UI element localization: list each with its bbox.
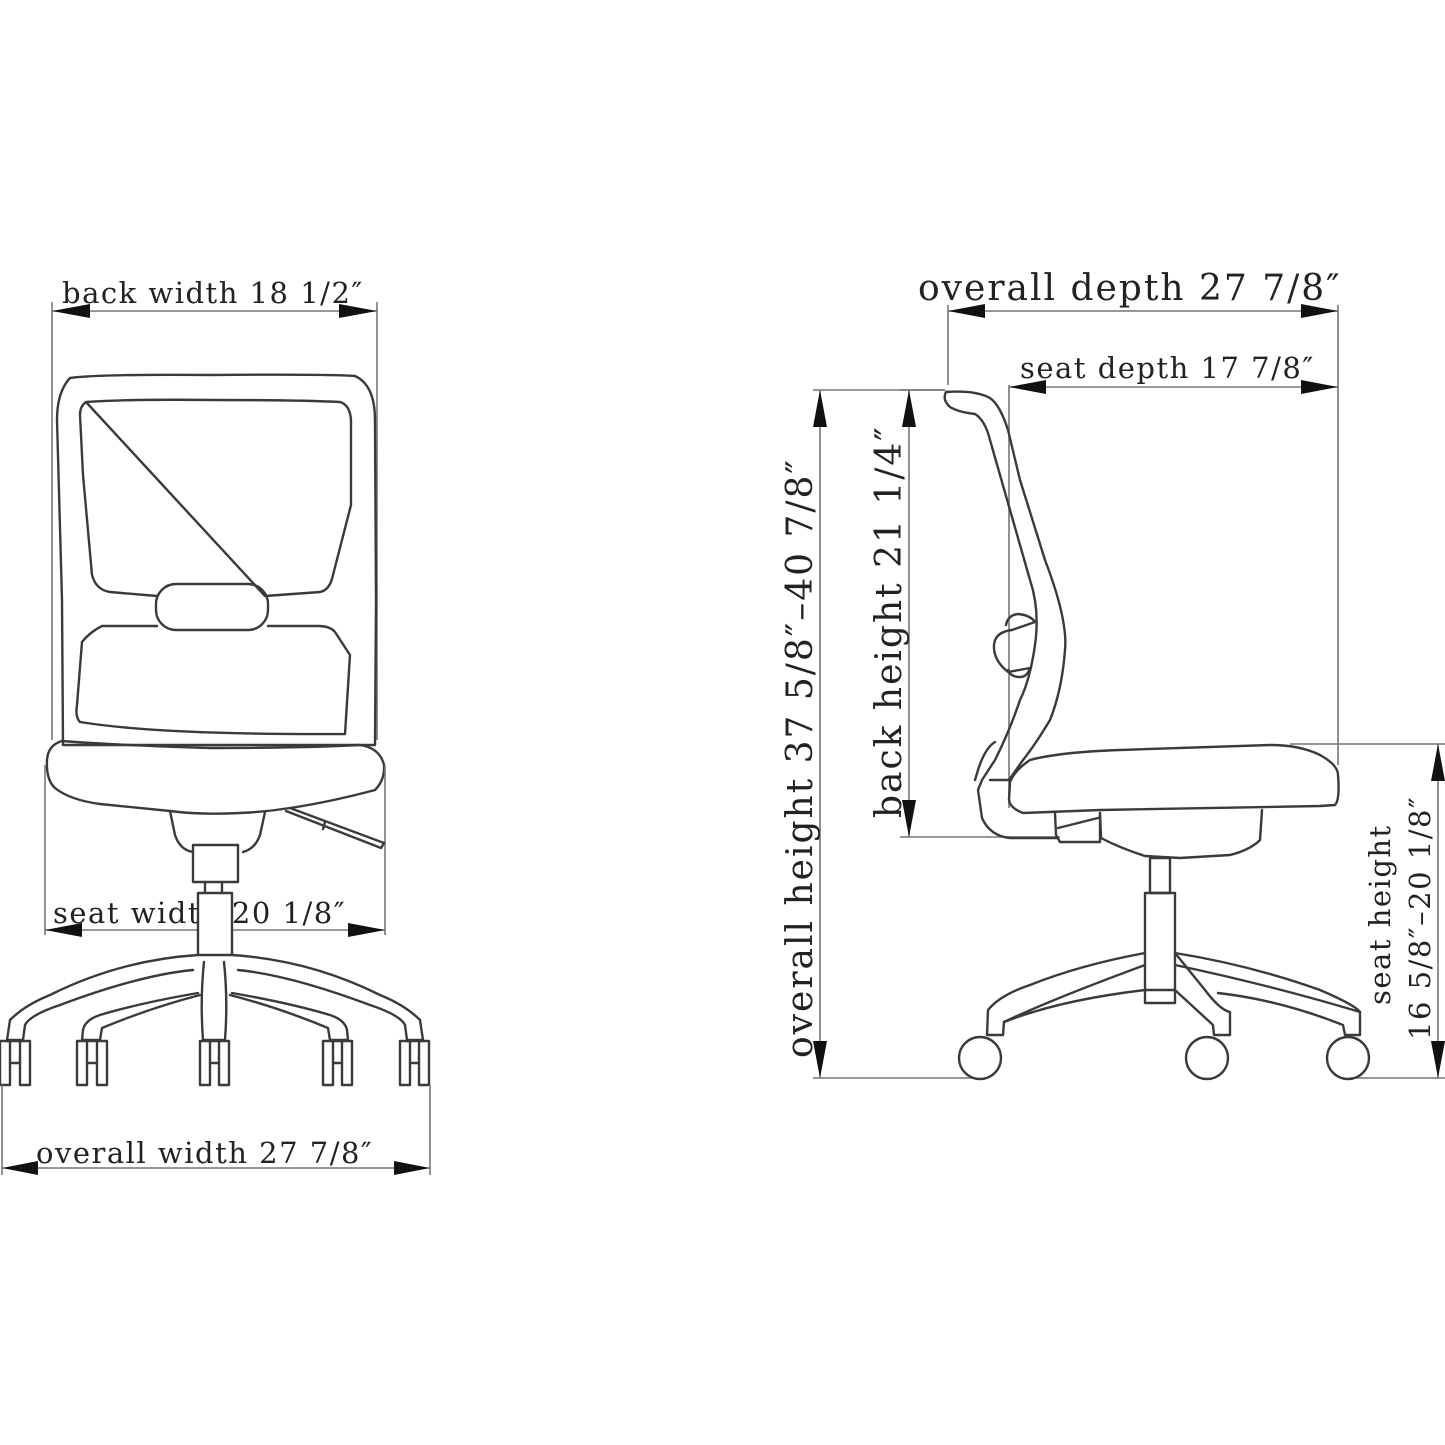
overall-width-dimension: overall width 27 7/8″ bbox=[1, 1085, 431, 1175]
arrow-left-icon bbox=[948, 304, 985, 318]
caster-icon bbox=[198, 1039, 231, 1087]
back-height-label: back height 21 1/4″ bbox=[869, 425, 910, 818]
front-chair-back bbox=[55, 373, 378, 747]
side-gas-cylinder bbox=[1143, 856, 1177, 1005]
back-width-dimension: back width 18 1/2″ bbox=[51, 276, 378, 740]
side-star-base bbox=[985, 951, 1362, 1037]
front-star-base bbox=[5, 953, 425, 1042]
arrow-right-icon bbox=[339, 304, 377, 318]
arrow-left-icon bbox=[52, 304, 90, 318]
side-chair-back bbox=[943, 390, 1067, 840]
caster-icon bbox=[1325, 1035, 1371, 1081]
front-mechanism bbox=[168, 806, 386, 895]
overall-depth-dimension: overall depth 27 7/8″ bbox=[918, 268, 1342, 765]
arrow-up-icon bbox=[813, 390, 827, 427]
seat-height-dimension: seat height 16 5/8″–20 1/8″ bbox=[1290, 743, 1445, 1079]
lumbar-pad bbox=[154, 582, 270, 632]
caster-icon bbox=[1184, 1035, 1230, 1081]
lumbar-knob bbox=[992, 612, 1037, 679]
caster-icon bbox=[0, 1039, 32, 1087]
arrow-down-icon bbox=[1431, 1041, 1445, 1078]
front-view: back width 18 1/2″ bbox=[0, 276, 431, 1175]
arrow-up-icon bbox=[902, 390, 916, 427]
back-width-label: back width 18 1/2″ bbox=[62, 276, 364, 310]
caster-icon bbox=[398, 1039, 431, 1087]
back-height-dimension: back height 21 1/4″ bbox=[869, 389, 1060, 838]
arrow-down-icon bbox=[813, 1041, 827, 1078]
seat-height-label: seat height bbox=[1363, 824, 1397, 1005]
side-mechanism bbox=[1053, 808, 1264, 860]
overall-width-label: overall width 27 7/8″ bbox=[36, 1136, 373, 1170]
side-casters bbox=[957, 1035, 1371, 1081]
caster-icon bbox=[75, 1039, 109, 1087]
seat-depth-dimension: seat depth 17 7/8″ bbox=[1008, 351, 1338, 808]
arrow-right-icon bbox=[1301, 304, 1338, 318]
seat-height-value: 16 5/8″–20 1/8″ bbox=[1403, 796, 1437, 1040]
arrow-right-icon bbox=[394, 1161, 430, 1175]
arrow-left-icon bbox=[2, 1161, 38, 1175]
side-seat bbox=[1007, 743, 1340, 815]
overall-height-label: overall height 37 5/8″–40 7/8″ bbox=[780, 458, 821, 1058]
caster-icon bbox=[957, 1035, 1003, 1081]
arrow-down-icon bbox=[902, 800, 916, 837]
adjustment-lever bbox=[284, 806, 386, 850]
caster-icon bbox=[321, 1039, 354, 1087]
arrow-left-icon bbox=[45, 923, 82, 937]
arrow-right-icon bbox=[1301, 380, 1338, 394]
seat-depth-label: seat depth 17 7/8″ bbox=[1020, 351, 1315, 385]
arrow-right-icon bbox=[348, 923, 385, 937]
arrow-left-icon bbox=[1009, 380, 1046, 394]
arrow-up-icon bbox=[1431, 744, 1445, 781]
overall-depth-label: overall depth 27 7/8″ bbox=[918, 268, 1342, 309]
side-view: overall depth 27 7/8″ seat depth 17 7/8″… bbox=[780, 268, 1445, 1081]
front-gas-cylinder bbox=[196, 891, 234, 957]
front-casters bbox=[0, 1039, 431, 1087]
